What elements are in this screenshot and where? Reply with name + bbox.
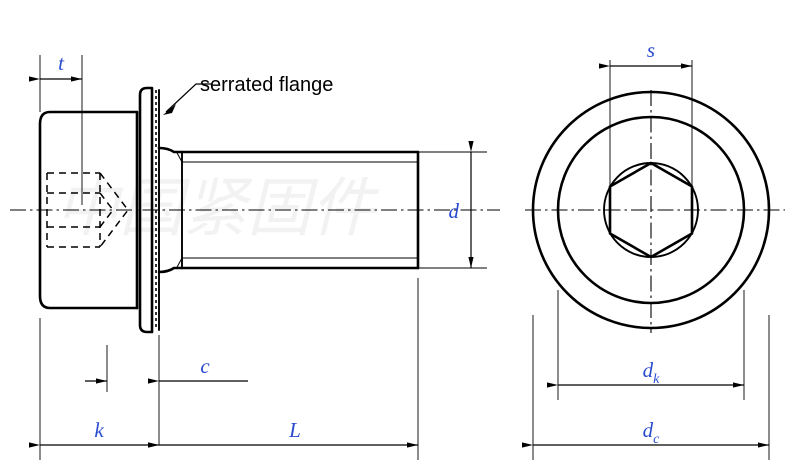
svg-text:中国紧固件: 中国紧固件 (55, 173, 380, 244)
annotation-serrated-flange: serrated flange (163, 74, 333, 115)
dimension-t: t (29, 51, 83, 205)
dim-dk-label: dk (643, 358, 661, 387)
flange-outer-circle (531, 90, 771, 330)
dimension-d: d (418, 141, 487, 269)
dim-d-label: d (449, 199, 460, 223)
dim-L-label: L (288, 418, 301, 442)
dim-c-label: c (200, 354, 210, 378)
thread-runout-top (175, 150, 183, 163)
dim-t-label: t (58, 51, 65, 75)
head-outline (38, 110, 139, 310)
shank-fillet-top (157, 146, 184, 154)
dimension-s: s (599, 38, 693, 200)
serrated-flange-leader (165, 83, 212, 113)
dimension-dk: dk (547, 290, 745, 400)
dim-k-label: k (94, 418, 104, 442)
watermark: 中国紧固件 (55, 173, 380, 244)
dimension-c: c (85, 335, 248, 445)
flange-disc-outline (138, 86, 154, 334)
socket-hidden-cone (99, 172, 129, 248)
dim-dc-label: dc (643, 418, 661, 447)
dim-s-label: s (647, 38, 655, 62)
dimension-dc: dc (522, 315, 770, 460)
head-circle (556, 115, 746, 305)
shank-fillet-bottom (157, 266, 184, 274)
serrated-flange-label: serrated flange (200, 74, 333, 96)
serrated-flange-arrowhead (163, 104, 176, 115)
thread-runout-bottom (175, 257, 183, 270)
end-view: s dk dc (522, 38, 785, 460)
dimension-L: L (148, 278, 419, 460)
side-section-view: t d c k L (10, 51, 500, 460)
dimension-k: k (29, 318, 159, 460)
